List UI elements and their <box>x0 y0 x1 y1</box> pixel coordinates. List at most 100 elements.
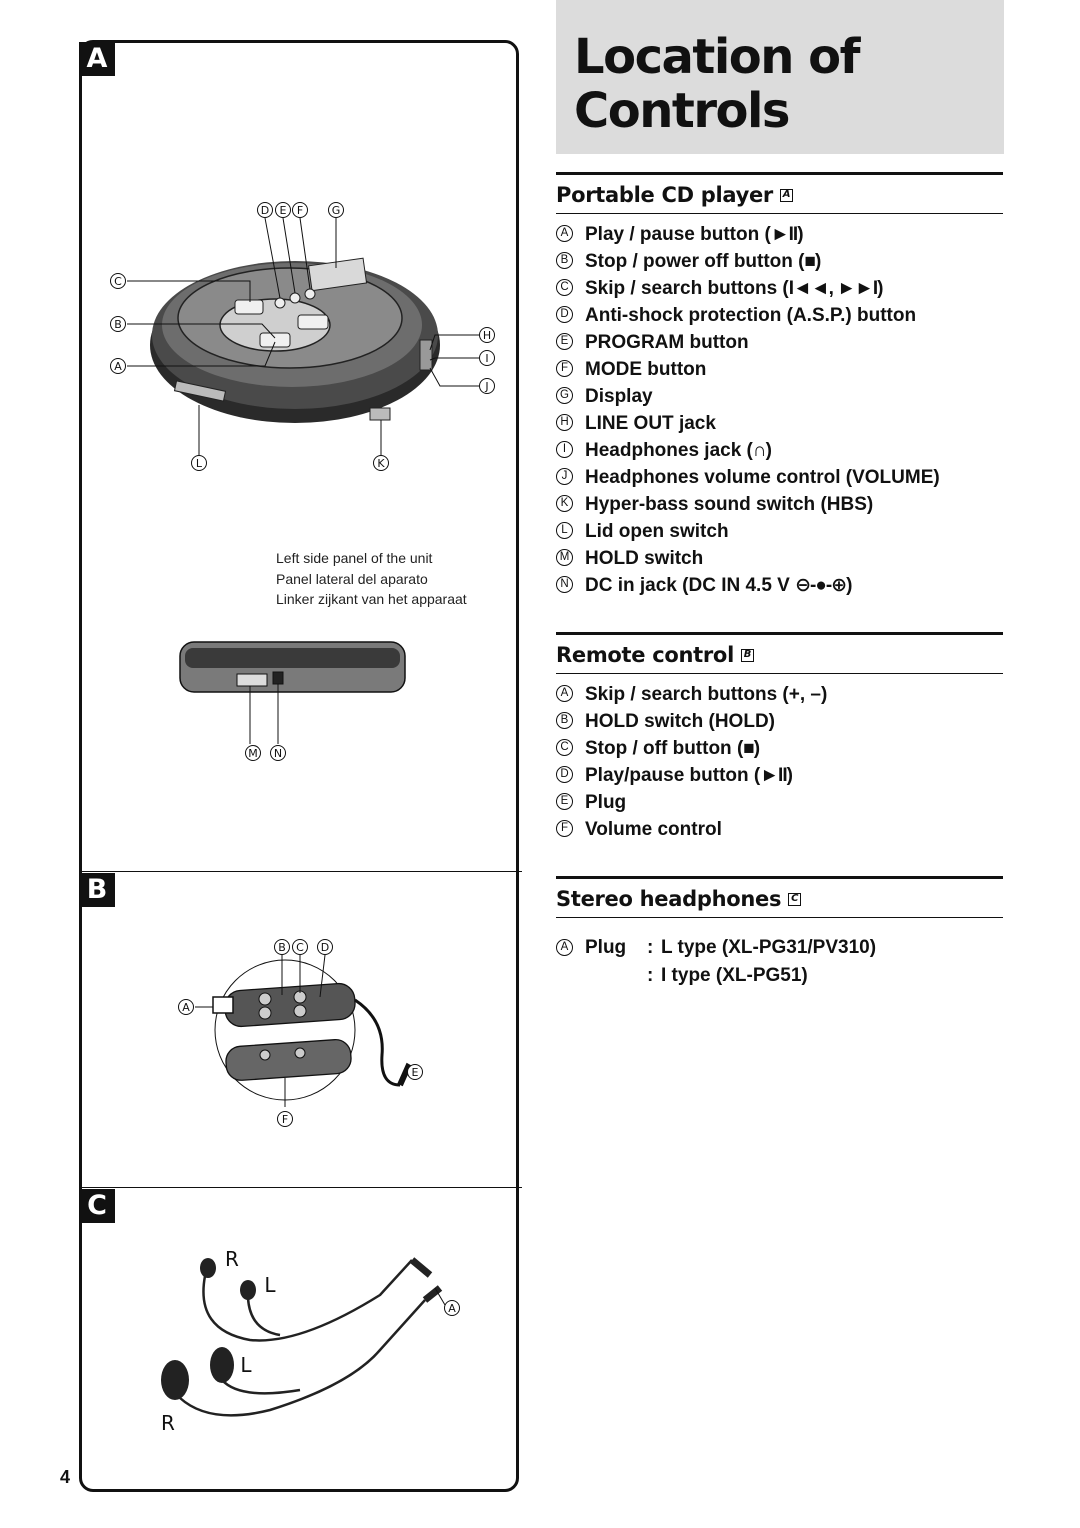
figure-badge-b: B <box>79 873 115 907</box>
letter-circle: D <box>556 306 573 323</box>
title-box: Location of Controls <box>556 0 1004 154</box>
item-label: HOLD switch <box>585 548 704 569</box>
cd-player-illustration: D E F G C B A H I J L K <box>110 202 495 471</box>
callout-e: E <box>280 204 287 217</box>
headphones-spec-row-2: : I type (XL-PG51) <box>556 962 1003 990</box>
side-panel-caption: Left side panel of the unit Panel latera… <box>276 548 467 610</box>
plug-label: Plug <box>585 937 627 958</box>
item-label: PROGRAM button <box>585 332 749 353</box>
cd-player-item-m: M HOLD switch <box>556 545 1003 572</box>
earbud-label-l1: L <box>264 1273 276 1297</box>
earbud-label-l2: L <box>240 1353 252 1377</box>
caption-nl: Linker zijkant van het apparaat <box>276 591 467 607</box>
item-symbol-icon: ■ <box>804 251 817 272</box>
item-label: DC in jack (DC IN 4.5 V <box>585 575 796 596</box>
callout-i: I <box>485 352 488 365</box>
illustration-panel <box>79 40 519 1492</box>
cd-player-item-c: C Skip / search buttons (I◄◄, ►►I) <box>556 275 1003 302</box>
letter-circle: F <box>556 820 573 837</box>
letter-circle: F <box>556 360 573 377</box>
item-symbol-icon: ∩ <box>752 440 767 461</box>
earbud-label-r2: R <box>161 1411 175 1435</box>
letter-circle: L <box>556 522 573 539</box>
item-label: Stop / off button ( <box>585 738 744 759</box>
callout-f: F <box>297 204 303 217</box>
remote-item-c: C Stop / off button (■) <box>556 735 1003 762</box>
cd-player-item-d: D Anti-shock protection (A.S.P.) button <box>556 302 1003 329</box>
item-symbol-icon: ►II <box>770 224 798 245</box>
remote-callout-e: E <box>412 1066 419 1079</box>
headphones-illustration: R L L R A <box>161 1247 460 1435</box>
callout-d: D <box>261 204 269 217</box>
figure-badge-c: C <box>79 1189 115 1223</box>
callout-l: L <box>196 457 203 470</box>
cd-player-item-h: H LINE OUT jack <box>556 410 1003 437</box>
item-label-tail: ) <box>815 251 822 272</box>
page-number: 4 <box>60 1467 71 1487</box>
item-label-tail: ) <box>765 440 772 461</box>
letter-circle: C <box>556 279 573 296</box>
panel-divider-bc <box>79 1187 522 1188</box>
letter-circle: C <box>556 739 573 756</box>
cd-player-badge: A <box>779 188 793 202</box>
item-label-tail: ) <box>786 765 793 786</box>
type-separator-2: : <box>647 965 654 986</box>
remote-list: A Skip / search buttons (+, –) B HOLD switc… <box>556 681 1003 843</box>
headphones-callout-a: A <box>448 1302 456 1315</box>
item-label: Play / pause button ( <box>585 224 771 245</box>
item-label-tail: ) <box>753 738 761 759</box>
callout-k: K <box>377 457 385 470</box>
item-label: Skip / search buttons (+, –) <box>585 684 828 705</box>
item-label-tail: ) <box>797 224 804 245</box>
caption-en: Left side panel of the unit <box>276 550 433 566</box>
headphones-spec: A Plug : L type (XL-PG31/PV310) : I type… <box>556 934 1003 990</box>
item-label-tail: ) <box>877 278 884 299</box>
item-label: LINE OUT jack <box>585 413 716 434</box>
item-label: Volume control <box>585 819 722 840</box>
item-label: Skip / search buttons ( <box>585 278 789 299</box>
cd-player-item-e: E PROGRAM button <box>556 329 1003 356</box>
letter-circle: A <box>556 939 573 956</box>
item-label: HOLD switch (HOLD) <box>585 711 775 732</box>
item-symbol-icon: ⊖-●-⊕ <box>795 575 847 596</box>
headphones-badge: C <box>788 892 802 906</box>
letter-circle: B <box>556 712 573 729</box>
item-label: Anti-shock protection (A.S.P.) button <box>585 305 917 326</box>
type-separator-1: : <box>647 937 654 958</box>
item-symbol-icon: ■ <box>743 738 755 759</box>
panel-divider-ab <box>79 871 522 872</box>
letter-circle: A <box>556 685 573 702</box>
remote-callout-b: B <box>278 941 286 954</box>
callout-a: A <box>114 360 122 373</box>
item-symbol-icon: I◄◄, ►►I <box>788 278 878 299</box>
title-line-2: Controls <box>574 83 791 139</box>
letter-circle: I <box>556 441 573 458</box>
remote-callout-c: C <box>296 941 304 954</box>
remote-badge: B <box>740 648 754 662</box>
remote-callout-d: D <box>321 941 329 954</box>
caption-es: Panel lateral del aparato <box>276 570 428 587</box>
letter-circle: E <box>556 333 573 350</box>
item-label: Headphones jack ( <box>585 440 753 461</box>
callout-m: M <box>248 747 258 760</box>
callout-b: B <box>114 318 122 331</box>
item-label: MODE button <box>585 359 707 380</box>
item-label: Play/pause button ( <box>585 765 761 786</box>
remote-callout-a: A <box>182 1001 190 1014</box>
item-label-tail: ) <box>846 575 853 596</box>
remote-item-a: A Skip / search buttons (+, –) <box>556 681 1003 708</box>
letter-circle: H <box>556 414 573 431</box>
letter-circle: M <box>556 549 573 566</box>
